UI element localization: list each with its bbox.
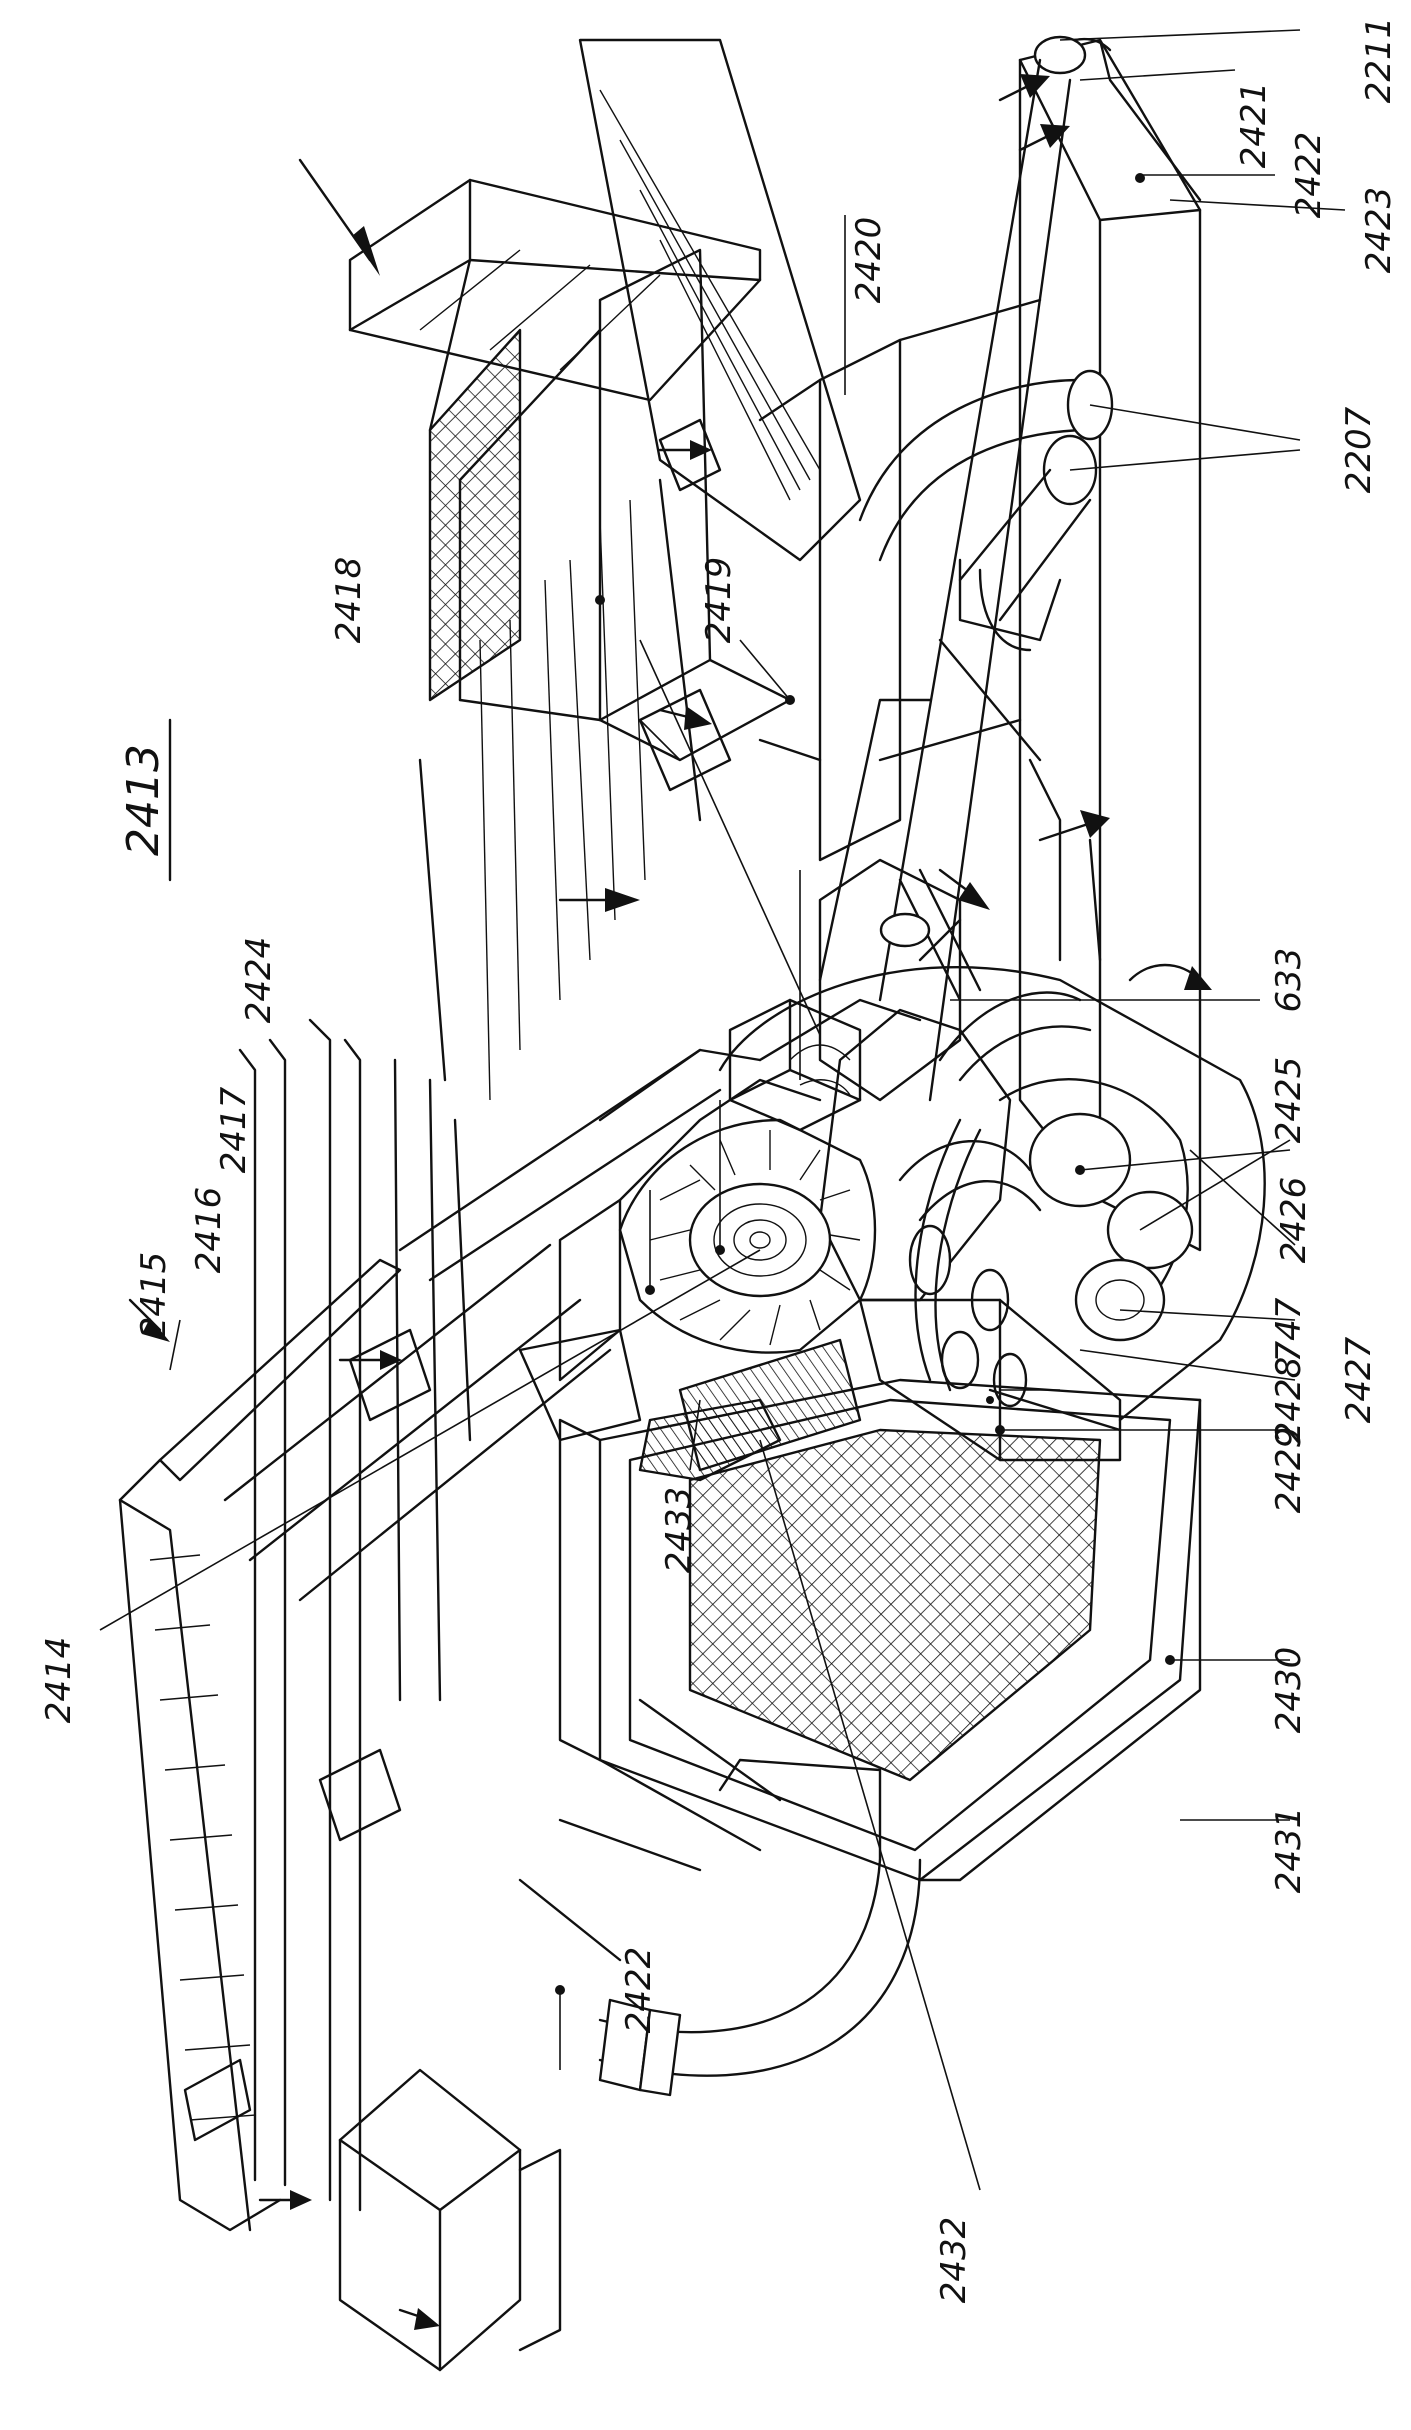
label-2419: 2419	[699, 557, 739, 644]
label-2424: 2424	[239, 937, 279, 1024]
label-2418: 2418	[329, 557, 369, 644]
label-2433: 2433	[659, 1487, 699, 1574]
label-2423: 2423	[1359, 187, 1399, 274]
label-2414: 2414	[39, 1637, 79, 1724]
airflow-arrows	[128, 74, 1212, 2330]
roof-unit-body	[118, 38, 922, 2372]
label-633: 633	[1269, 948, 1309, 1013]
reference-dots	[555, 173, 1175, 1995]
label-2422-bottom: 2422	[619, 1947, 659, 2034]
label-2415: 2415	[134, 1252, 174, 1339]
figure-title: 2413	[118, 744, 169, 856]
label-2425: 2425	[1269, 1057, 1309, 1144]
label-2432: 2432	[934, 2217, 974, 2304]
label-2431: 2431	[1269, 1807, 1309, 1894]
label-747: 747	[1269, 1297, 1309, 1362]
label-2430: 2430	[1269, 1647, 1309, 1734]
label-2428: 2428	[1269, 1357, 1309, 1444]
label-2426: 2426	[1274, 1177, 1314, 1264]
label-2420: 2420	[849, 217, 889, 304]
label-2211: 2211	[1359, 17, 1399, 104]
label-2207: 2207	[1339, 406, 1379, 493]
return-duct	[758, 35, 1202, 1252]
leader-lines	[99, 29, 1346, 2191]
label-2421: 2421	[1234, 82, 1274, 169]
label-2416: 2416	[189, 1187, 229, 1274]
condenser-grille	[558, 1378, 1202, 1882]
label-2422-top: 2422	[1289, 132, 1329, 219]
reference-labels: 2413 2211 2421 2422 2423 2420 2207 2418 …	[39, 17, 1399, 2304]
label-2427: 2427	[1339, 1336, 1379, 1423]
compressor-section	[518, 868, 1266, 1482]
label-2429: 2429	[1269, 1427, 1309, 1514]
label-2417: 2417	[214, 1086, 254, 1173]
